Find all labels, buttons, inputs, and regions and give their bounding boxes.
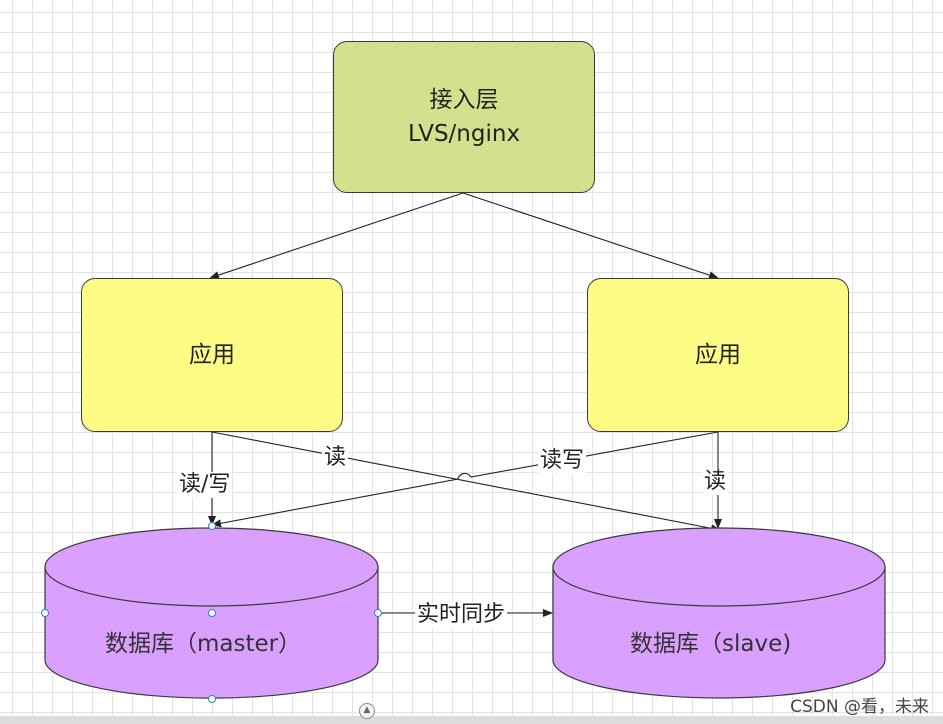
selection-handle-bottom[interactable]: [208, 695, 216, 703]
db-slave-shape[interactable]: [552, 527, 886, 699]
edge-label-read-right: 读: [702, 469, 729, 495]
edge-label-sync: 实时同步: [415, 602, 508, 628]
app-node-left[interactable]: 应用: [81, 278, 343, 432]
edge-label-read-left: 读: [322, 445, 349, 471]
selection-handle-top[interactable]: [208, 522, 216, 530]
watermark-text: CSDN @看，未来: [790, 697, 929, 717]
app-node-left-label: 应用: [189, 342, 235, 368]
edge-access-to-left-app[interactable]: [209, 192, 464, 279]
expand-arrow-icon[interactable]: ▲: [359, 703, 375, 719]
selection-handle-right[interactable]: [374, 609, 382, 617]
selection-handle-center[interactable]: [208, 609, 216, 617]
edge-right-app-to-master[interactable]: [211, 431, 719, 528]
selection-handle-left[interactable]: [41, 609, 49, 617]
db-master-shape[interactable]: [44, 527, 379, 699]
edge-access-to-right-app[interactable]: [462, 192, 719, 279]
edge-label-read-write: 读/写: [177, 472, 233, 498]
edge-label-read-write-right: 读写: [538, 448, 587, 474]
db-slave-label: 数据库（slave): [630, 631, 792, 657]
app-node-right[interactable]: 应用: [587, 278, 849, 432]
app-node-right-label: 应用: [695, 342, 741, 368]
access-layer-node[interactable]: 接入层 LVS/nginx: [333, 41, 595, 193]
access-layer-subtitle: LVS/nginx: [407, 121, 521, 147]
edge-left-app-to-slave[interactable]: [211, 431, 721, 533]
db-master-label: 数据库（master）: [105, 631, 302, 657]
access-layer-title: 接入层: [429, 87, 499, 113]
horizontal-scrollbar[interactable]: [0, 716, 943, 724]
